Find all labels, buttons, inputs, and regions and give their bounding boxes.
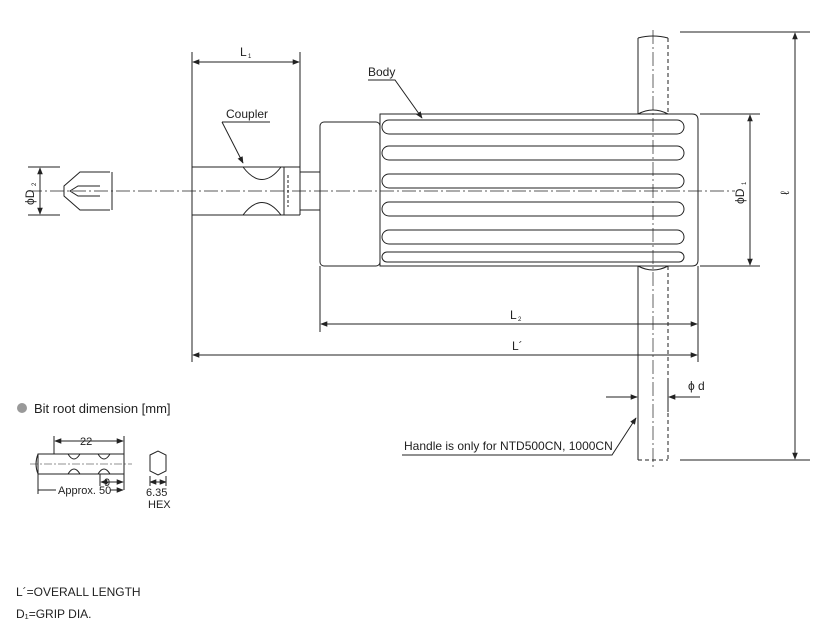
coupler-label: Coupler: [226, 107, 268, 121]
L-overall-label: L´: [512, 339, 523, 353]
legend-grip-dia: D₁=GRIP DIA.: [16, 607, 92, 621]
dim-22: 22: [80, 436, 92, 448]
L1-label: L 1: [240, 45, 252, 60]
dim-approx-50: Approx. 50: [58, 485, 111, 497]
svg-text:ϕD: ϕD: [733, 188, 747, 204]
svg-text:L: L: [510, 308, 517, 322]
svg-text:2: 2: [32, 182, 38, 186]
L2-label: L 2: [510, 308, 522, 323]
body-label: Body: [368, 65, 395, 79]
handle-note: Handle is only for NTD500CN, 1000CN: [404, 439, 613, 453]
svg-text:L: L: [240, 45, 247, 59]
bit-tip: [63, 171, 113, 211]
phi-d-label: ϕ d: [688, 379, 705, 393]
handle: [637, 30, 669, 470]
leader-body: [368, 79, 423, 119]
svg-text:1: 1: [742, 181, 748, 185]
D2-label: ϕD 2: [23, 182, 38, 205]
legend-overall-length: L´=OVERALL LENGTH: [16, 585, 141, 599]
coupler: [191, 166, 320, 216]
leader-handle: [402, 417, 637, 456]
dim-hex-size: 6.35: [146, 487, 167, 499]
dim-9: 9: [104, 477, 110, 489]
bullet-icon: [17, 403, 27, 413]
svg-text:1: 1: [248, 54, 252, 60]
dim-hex-label: HEX: [148, 499, 171, 511]
bit-root-title: Bit root dimension [mm]: [34, 401, 171, 416]
body: [319, 113, 699, 267]
ell-label: ℓ: [778, 191, 792, 195]
bit-root-drawing: [30, 436, 167, 494]
svg-text:2: 2: [518, 317, 522, 323]
svg-text:ϕD: ϕD: [23, 189, 37, 205]
D1-label: ϕD 1: [733, 181, 748, 204]
